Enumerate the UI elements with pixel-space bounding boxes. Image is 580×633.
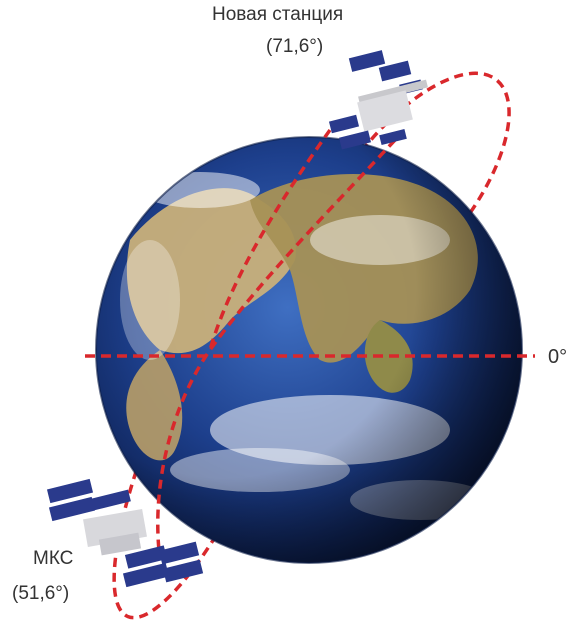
equator-label: 0° — [548, 346, 568, 368]
space-station-icon — [328, 50, 428, 150]
orbit-front — [156, 128, 397, 561]
new-station-inclination: (71,6°) — [266, 36, 324, 57]
earth-globe — [95, 136, 523, 564]
new-station-label: Новая станция — [212, 4, 344, 25]
iss-inclination: (51,6°) — [12, 583, 70, 604]
space-station-icon — [46, 478, 204, 588]
iss-label: МКС — [33, 548, 74, 569]
